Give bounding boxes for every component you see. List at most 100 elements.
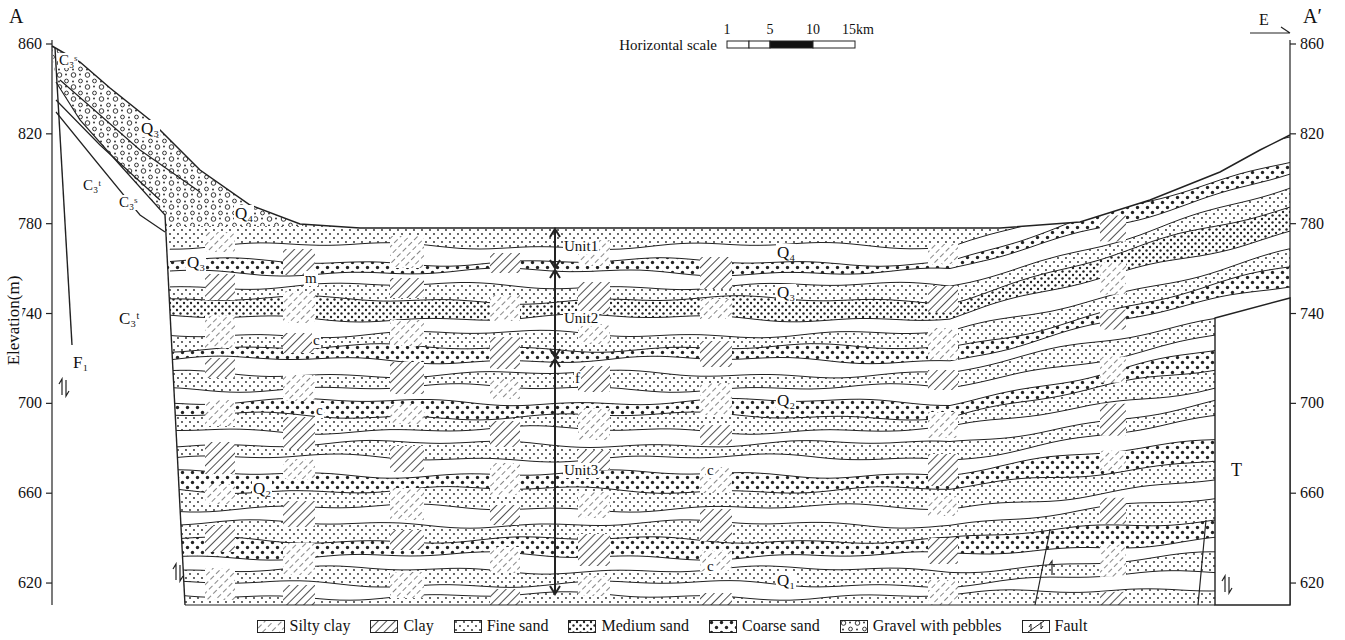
layer-boundary xyxy=(170,238,1340,338)
scale-number: 1 xyxy=(723,23,732,37)
borehole-ground xyxy=(490,547,520,573)
borehole-ground xyxy=(1100,263,1126,295)
borehole-ground xyxy=(390,404,424,424)
borehole-ground xyxy=(205,316,235,348)
layer-boundary xyxy=(170,583,1340,601)
unit-label: Unit1 xyxy=(563,239,599,254)
ground-surface xyxy=(52,46,1290,228)
coarse-sample xyxy=(709,620,736,632)
borehole-ground xyxy=(283,333,315,353)
axis-title: Elevation(m) xyxy=(6,274,23,366)
borehole-ground xyxy=(205,232,235,252)
layer-boundary xyxy=(170,492,1340,528)
borehole-ground xyxy=(390,278,424,298)
elevation-tick: 700 xyxy=(1299,395,1325,411)
clay-column xyxy=(205,526,235,552)
clay-column xyxy=(283,333,315,353)
scale-number: 15km xyxy=(841,23,875,37)
silty-column xyxy=(700,383,732,415)
scale-segment xyxy=(770,41,813,48)
legend-text: Gravel with pebbles xyxy=(873,618,1002,634)
borehole-ground xyxy=(700,383,732,415)
strata-label: C₃ˢ xyxy=(118,195,138,210)
borehole-ground xyxy=(578,576,610,596)
borehole-ground xyxy=(490,463,520,495)
clay-column xyxy=(928,538,958,564)
bedrock-contact xyxy=(56,82,165,215)
strata-label: Q₃ xyxy=(776,284,796,301)
borehole-ground xyxy=(578,324,610,344)
clay-sample xyxy=(371,620,398,632)
strata-label: T xyxy=(1230,461,1243,479)
clay-column xyxy=(1100,216,1126,242)
borehole-ground xyxy=(490,421,520,447)
silty-column xyxy=(700,551,732,571)
scale-segment xyxy=(749,41,770,48)
borehole-ground xyxy=(390,362,424,394)
axis-tick xyxy=(1290,403,1296,404)
clay-column xyxy=(1100,310,1126,330)
gravel-layer xyxy=(0,0,305,226)
legend-swatch xyxy=(257,620,285,633)
strata-label: Q₄ xyxy=(776,244,796,261)
layer-boundary xyxy=(170,365,1340,434)
legend-text: Silty clay xyxy=(290,618,351,634)
silty-column xyxy=(928,496,958,516)
clay-column xyxy=(390,530,424,550)
strata-label: Q₃ xyxy=(186,254,206,271)
layer-boundary xyxy=(170,401,1340,462)
strata-label: C₃ᵗ xyxy=(82,178,102,193)
borehole-ground xyxy=(490,337,520,369)
silty-column xyxy=(1100,357,1126,383)
axis-tick xyxy=(46,223,52,224)
borehole-ground xyxy=(283,291,315,323)
elevation-tick: 820 xyxy=(17,126,43,142)
direction-arrow xyxy=(1250,27,1290,33)
layer-boundary xyxy=(170,290,1340,378)
borehole-ground xyxy=(928,286,958,312)
layer-boundary xyxy=(170,526,1340,560)
layer-boundary xyxy=(170,147,1340,266)
borehole-ground xyxy=(205,400,235,426)
unit-arrow xyxy=(554,230,556,267)
clay-column xyxy=(578,282,610,314)
bedrock-band xyxy=(56,100,160,200)
silty-column xyxy=(928,412,958,438)
borehole-ground xyxy=(700,299,732,319)
fine-sand-layer xyxy=(0,546,1340,587)
fault-line xyxy=(55,48,72,345)
legend-swatch xyxy=(1022,620,1050,633)
left-border xyxy=(51,40,52,605)
fine-sand-layer xyxy=(0,441,1340,512)
legend-text: Medium sand xyxy=(601,618,689,634)
layer-boundary xyxy=(170,422,1340,478)
borehole-ground xyxy=(390,530,424,550)
layer-boundary xyxy=(170,172,1340,290)
strata-label: Q₂ xyxy=(252,480,272,497)
silty-column xyxy=(700,299,732,319)
silty-column xyxy=(1100,263,1126,295)
layer-boundary xyxy=(170,155,1340,276)
silty-column xyxy=(578,408,610,440)
borehole-ground xyxy=(490,253,520,273)
section-end: A xyxy=(8,6,24,26)
clay-column xyxy=(205,442,235,474)
legend-text: Fault xyxy=(1055,618,1088,634)
clay-column xyxy=(928,286,958,312)
legend-swatch xyxy=(454,620,482,633)
arrow-head xyxy=(550,270,560,357)
clay-column xyxy=(390,362,424,394)
medium-sample xyxy=(569,620,596,632)
scale-segment xyxy=(813,41,855,48)
silty-column xyxy=(390,236,424,268)
legend-text: Fine sand xyxy=(487,618,549,634)
borehole-ground xyxy=(283,501,315,527)
silty-column xyxy=(283,543,315,575)
strata-label: C₃ˢ xyxy=(58,53,78,68)
elevation-tick: 860 xyxy=(17,36,43,52)
scale-segment xyxy=(727,41,749,48)
borehole-ground xyxy=(390,236,424,268)
